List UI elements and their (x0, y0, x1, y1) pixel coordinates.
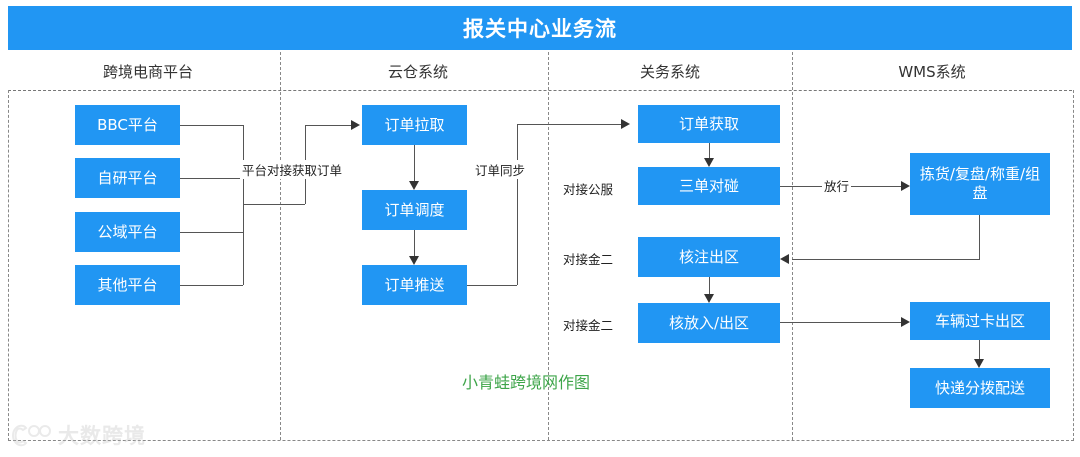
connector-into-order-pull (305, 125, 351, 126)
lane-divider-1 (280, 52, 281, 440)
brand-logo-icon (12, 424, 51, 447)
node-label: 订单推送 (384, 275, 445, 294)
arrow-into-order-fetch (621, 119, 630, 129)
brand-watermark-text: 大数跨境 (58, 424, 146, 448)
edge-label-dock-public-service: 对接公服 (561, 179, 616, 198)
node-order-push[interactable]: 订单推送 (362, 265, 467, 305)
connector-bbc-stub (180, 125, 243, 126)
node-other-platform[interactable]: 其他平台 (75, 265, 180, 305)
connector-pull-to-dispatch (414, 145, 415, 181)
edge-label-release: 放行 (822, 176, 852, 195)
arrow-into-order-pull (351, 120, 360, 130)
connector-pick-down (979, 215, 980, 259)
connector-fetch-to-match (709, 143, 710, 158)
node-order-fetch[interactable]: 订单获取 (638, 105, 780, 143)
node-label: 公域平台 (97, 222, 158, 241)
connector-public-stub (180, 232, 243, 233)
connector-push-riser (517, 124, 518, 285)
connector-bus-to-riser (243, 204, 305, 205)
node-three-doc-match[interactable]: 三单对碰 (638, 167, 780, 205)
page-title-banner: 报关中心业务流 (8, 6, 1072, 50)
node-label: 订单拉取 (384, 115, 445, 134)
node-bbc-platform[interactable]: BBC平台 (75, 105, 180, 145)
edge-label-platform-docking: 平台对接获取订单 (240, 160, 345, 179)
arrow-vehicle-to-express (974, 359, 984, 368)
page-title: 报关中心业务流 (463, 17, 617, 41)
brand-watermark: 大数跨境 (12, 420, 146, 450)
lane-header-customs-system: 关务系统 (548, 52, 792, 90)
node-order-dispatch[interactable]: 订单调度 (362, 190, 467, 230)
node-label: 核注出区 (678, 247, 739, 266)
arrow-fetch-to-match (704, 158, 714, 167)
node-self-platform[interactable]: 自研平台 (75, 158, 180, 198)
arrow-dispatch-to-push (409, 256, 419, 265)
arrow-pull-to-dispatch (409, 181, 419, 190)
swimlane-body-frame (8, 90, 1074, 441)
arrow-into-pick (901, 181, 910, 191)
swimlane-header-row: 跨境电商平台 云仓系统 关务系统 WMS系统 (8, 52, 1072, 91)
connector-other-stub (180, 285, 243, 286)
arrow-into-check-note-out (780, 254, 789, 264)
node-public-platform[interactable]: 公域平台 (75, 212, 180, 252)
node-label: 拣货/复盘/称重/组盘 (919, 165, 1041, 202)
node-order-pull[interactable]: 订单拉取 (362, 105, 467, 145)
lane-divider-3 (792, 52, 793, 440)
lane-label: 云仓系统 (387, 62, 448, 81)
lane-header-cloud-warehouse: 云仓系统 (288, 52, 548, 90)
node-label: 订单调度 (384, 200, 445, 219)
node-label: 快递分拨配送 (934, 378, 1025, 397)
lane-divider-2 (548, 52, 549, 440)
node-label: 订单获取 (678, 114, 739, 133)
edge-label-dock-jin-er-1: 对接金二 (561, 249, 616, 268)
connector-push-right (467, 285, 517, 286)
author-credit-watermark: 小青蛙跨境网作图 (462, 373, 591, 392)
connector-self-stub (180, 178, 243, 179)
connector-note-to-release (709, 277, 710, 294)
node-vehicle-pass-out[interactable]: 车辆过卡出区 (910, 302, 1050, 340)
node-label: 自研平台 (97, 168, 158, 187)
lane-header-cross-border-ecommerce: 跨境电商平台 (8, 52, 288, 90)
node-pick-review-weigh[interactable]: 拣货/复盘/称重/组盘 (910, 153, 1050, 215)
connector-platform-bus (243, 125, 244, 285)
connector-vehicle-to-express (979, 340, 980, 359)
lane-label: 关务系统 (639, 62, 700, 81)
connector-pick-back-left (792, 259, 980, 260)
connector-dispatch-to-push (414, 230, 415, 256)
node-label: 核放入/出区 (668, 313, 750, 332)
node-label: 车辆过卡出区 (934, 311, 1025, 330)
node-label: 三单对碰 (678, 176, 739, 195)
node-label: BBC平台 (97, 115, 158, 134)
edge-label-order-sync: 订单同步 (473, 160, 528, 179)
lane-header-wms-system: WMS系统 (792, 52, 1072, 90)
node-check-release-in-out[interactable]: 核放入/出区 (638, 303, 780, 343)
lane-label: WMS系统 (898, 62, 966, 81)
node-express-sort-delivery[interactable]: 快递分拨配送 (910, 368, 1050, 408)
node-check-note-out[interactable]: 核注出区 (638, 237, 780, 277)
edge-label-dock-jin-er-2: 对接金二 (561, 315, 616, 334)
arrow-note-to-release (704, 294, 714, 303)
connector-push-to-fetch (517, 124, 621, 125)
lane-label: 跨境电商平台 (102, 62, 193, 81)
node-label: 其他平台 (97, 275, 158, 294)
arrow-into-vehicle-pass (901, 317, 910, 327)
connector-release-to-vehicle (780, 322, 908, 323)
